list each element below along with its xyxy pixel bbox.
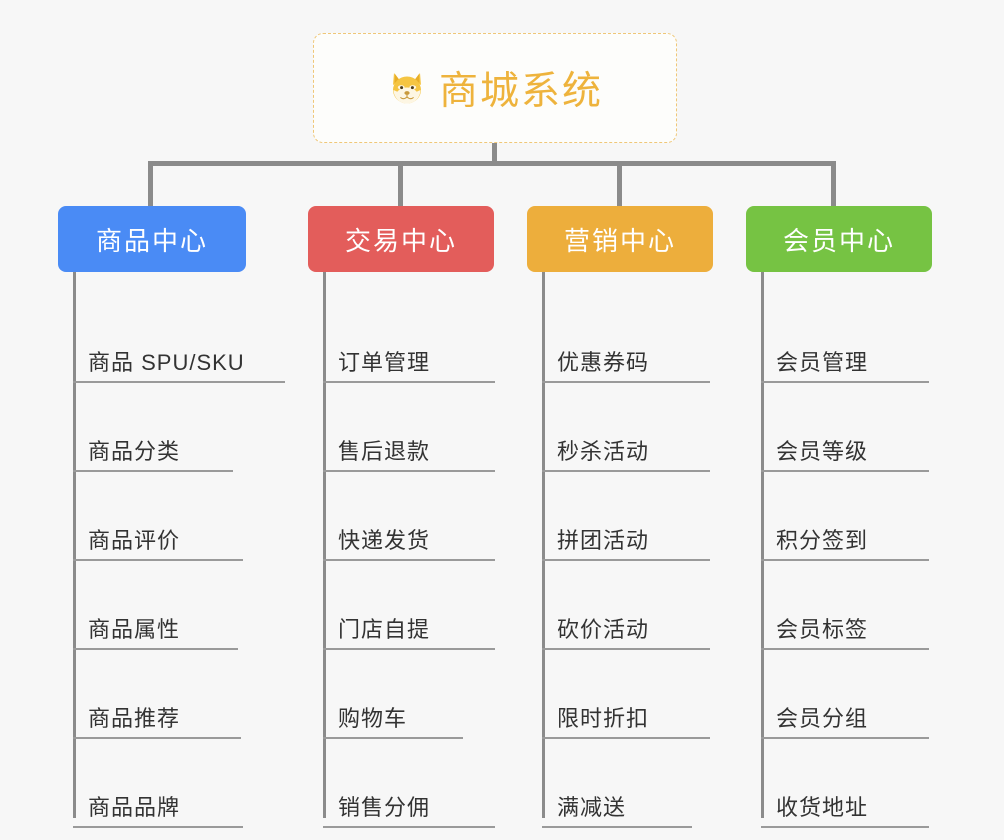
- leaf-item[interactable]: 订单管理: [308, 294, 495, 383]
- category-box-1[interactable]: 商品中心: [58, 206, 246, 272]
- leaf-item-underline: [323, 737, 463, 739]
- leaf-item-underline: [323, 648, 495, 650]
- leaf-item[interactable]: 售后退款: [308, 383, 495, 472]
- leaf-item-label: 商品评价: [88, 528, 181, 553]
- leaf-item-underline: [323, 826, 495, 828]
- leaf-item-label: 商品推荐: [88, 706, 181, 731]
- leaf-item-label: 商品品牌: [88, 795, 181, 820]
- branch-spine-2: [323, 272, 326, 818]
- shiba-dog-face-icon: [387, 68, 427, 108]
- leaf-item-underline: [761, 737, 929, 739]
- leaf-item-label: 积分签到: [776, 528, 869, 553]
- leaf-item[interactable]: 商品属性: [58, 561, 246, 650]
- branch-column-4: 会员中心会员管理会员等级积分签到会员标签会员分组收货地址: [746, 206, 932, 828]
- leaf-item-underline: [73, 826, 243, 828]
- leaf-item[interactable]: 满减送: [527, 739, 713, 828]
- connector-drop-3: [617, 161, 622, 206]
- leaf-list-3: 优惠券码秒杀活动拼团活动砍价活动限时折扣满减送: [527, 272, 713, 828]
- leaf-item[interactable]: 商品推荐: [58, 650, 246, 739]
- leaf-item[interactable]: 商品分类: [58, 383, 246, 472]
- connector-drop-2: [398, 161, 403, 206]
- leaf-item[interactable]: 优惠券码: [527, 294, 713, 383]
- leaf-item-underline: [73, 648, 238, 650]
- leaf-item[interactable]: 销售分佣: [308, 739, 495, 828]
- branch-column-1: 商品中心商品 SPU/SKU 商品分类商品评价商品属性商品推荐商品品牌: [58, 206, 285, 828]
- leaf-item-label: 商品 SPU/SKU: [88, 350, 245, 375]
- leaf-item-underline: [542, 559, 710, 561]
- leaf-item[interactable]: 商品品牌: [58, 739, 246, 828]
- root-node[interactable]: 商城系统: [313, 33, 677, 143]
- branch-column-3: 营销中心优惠券码秒杀活动拼团活动砍价活动限时折扣满减送: [527, 206, 713, 828]
- leaf-item[interactable]: 拼团活动: [527, 472, 713, 561]
- leaf-item[interactable]: 秒杀活动: [527, 383, 713, 472]
- leaf-item[interactable]: 门店自提: [308, 561, 495, 650]
- leaf-item[interactable]: 会员管理: [746, 294, 932, 383]
- leaf-item[interactable]: 购物车: [308, 650, 494, 739]
- category-box-3[interactable]: 营销中心: [527, 206, 713, 272]
- leaf-item-underline: [542, 737, 710, 739]
- leaf-item-label: 会员标签: [776, 617, 869, 642]
- leaf-item-underline: [323, 559, 495, 561]
- connector-drop-4: [831, 161, 836, 206]
- connector-drop-1: [148, 161, 153, 206]
- leaf-item-underline: [542, 648, 710, 650]
- leaf-item-label: 会员管理: [776, 350, 869, 375]
- category-box-2[interactable]: 交易中心: [308, 206, 494, 272]
- branch-spine-1: [73, 272, 76, 818]
- leaf-item-underline: [73, 381, 285, 383]
- leaf-item[interactable]: 积分签到: [746, 472, 932, 561]
- leaf-item[interactable]: 会员等级: [746, 383, 932, 472]
- leaf-item-label: 售后退款: [338, 439, 431, 464]
- leaf-item-underline: [323, 470, 495, 472]
- leaf-item[interactable]: 快递发货: [308, 472, 495, 561]
- leaf-item-underline: [761, 470, 929, 472]
- leaf-item-label: 订单管理: [338, 350, 431, 375]
- leaf-item-label: 秒杀活动: [557, 439, 650, 464]
- leaf-item[interactable]: 商品 SPU/SKU: [58, 294, 285, 383]
- leaf-item-underline: [73, 470, 233, 472]
- leaf-item-label: 商品属性: [88, 617, 181, 642]
- leaf-list-1: 商品 SPU/SKU 商品分类商品评价商品属性商品推荐商品品牌: [58, 272, 285, 828]
- leaf-item-label: 限时折扣: [557, 706, 650, 731]
- leaf-item-label: 快递发货: [338, 528, 431, 553]
- leaf-item-underline: [761, 559, 929, 561]
- branch-column-2: 交易中心订单管理售后退款快递发货门店自提购物车销售分佣: [308, 206, 495, 828]
- leaf-item[interactable]: 商品评价: [58, 472, 246, 561]
- leaf-item-underline: [761, 648, 929, 650]
- leaf-item-label: 砍价活动: [557, 617, 650, 642]
- leaf-item[interactable]: 收货地址: [746, 739, 932, 828]
- leaf-item-label: 收货地址: [776, 795, 869, 820]
- leaf-item-label: 会员等级: [776, 439, 869, 464]
- leaf-item-label: 优惠券码: [557, 350, 650, 375]
- leaf-item-underline: [542, 381, 710, 383]
- leaf-item[interactable]: 会员分组: [746, 650, 932, 739]
- root-title: 商城系统: [438, 70, 603, 113]
- leaf-list-4: 会员管理会员等级积分签到会员标签会员分组收货地址: [746, 272, 932, 828]
- leaf-item-label: 会员分组: [776, 706, 869, 731]
- connector-horizontal-bar: [148, 161, 836, 166]
- leaf-item-label: 满减送: [557, 795, 627, 820]
- leaf-item[interactable]: 限时折扣: [527, 650, 713, 739]
- leaf-item-underline: [323, 381, 495, 383]
- leaf-item-label: 销售分佣: [338, 795, 431, 820]
- leaf-item[interactable]: 会员标签: [746, 561, 932, 650]
- leaf-item-label: 拼团活动: [557, 528, 650, 553]
- leaf-item-underline: [542, 826, 692, 828]
- leaf-item-underline: [542, 470, 710, 472]
- category-box-4[interactable]: 会员中心: [746, 206, 932, 272]
- leaf-item-underline: [761, 826, 929, 828]
- connector-root-stem: [492, 143, 497, 165]
- leaf-item[interactable]: 砍价活动: [527, 561, 713, 650]
- leaf-item-label: 门店自提: [338, 617, 431, 642]
- leaf-item-underline: [73, 559, 243, 561]
- leaf-list-2: 订单管理售后退款快递发货门店自提购物车销售分佣: [308, 272, 495, 828]
- branch-spine-3: [542, 272, 545, 818]
- leaf-item-underline: [73, 737, 241, 739]
- leaf-item-label: 商品分类: [88, 439, 181, 464]
- leaf-item-underline: [761, 381, 929, 383]
- leaf-item-label: 购物车: [338, 706, 408, 731]
- branch-spine-4: [761, 272, 764, 818]
